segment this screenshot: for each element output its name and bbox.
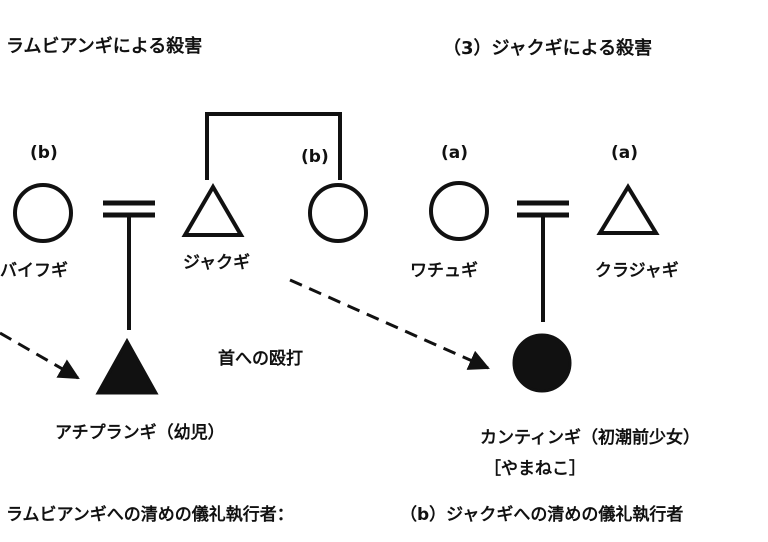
name-baifugi: バイフギ	[0, 261, 68, 281]
footer-right: （b）ジャクギへの清めの儀礼執行者	[400, 505, 684, 525]
baifugi-circle	[13, 183, 73, 243]
annotation-neck-blow: 首への殴打	[218, 349, 303, 369]
sibling-circle	[308, 183, 368, 243]
source-note: ［やまねこ］	[484, 459, 586, 479]
name-kurajyagi: クラジャギ	[595, 261, 679, 281]
achipurangi-triangle-filled	[95, 337, 159, 395]
heading-lambiangi-killing: ラムビアンギによる殺害	[6, 36, 203, 57]
footer-left: ラムビアンギへの清めの儀礼執行者：	[6, 505, 294, 525]
sibling-bracket	[205, 112, 342, 180]
marker-a-wachugi: (a)	[441, 143, 469, 163]
arrow-to-kantingi	[289, 278, 490, 370]
name-wachugi: ワチュギ	[410, 261, 478, 281]
wachugi-circle	[429, 181, 489, 241]
marriage-symbol-right	[517, 200, 569, 322]
marker-a-kurajyagi: (a)	[611, 143, 639, 163]
name-jyakugi: ジャクギ	[183, 253, 251, 273]
kurajyagi-triangle	[596, 183, 660, 235]
kantingi-circle-filled	[512, 333, 572, 393]
name-kantingi: カンティンギ（初潮前少女）	[480, 428, 700, 448]
arrow-to-achipurangi	[0, 331, 80, 380]
marker-b-baifugi: (b)	[30, 143, 58, 163]
name-achipurangi: アチプランギ（幼児）	[55, 423, 225, 443]
heading-jyakugi-killing: （3）ジャクギによる殺害	[443, 38, 653, 59]
marker-b-sibling: (b)	[301, 147, 329, 167]
jyakugi-triangle	[181, 183, 245, 237]
marriage-symbol-left	[103, 200, 155, 330]
